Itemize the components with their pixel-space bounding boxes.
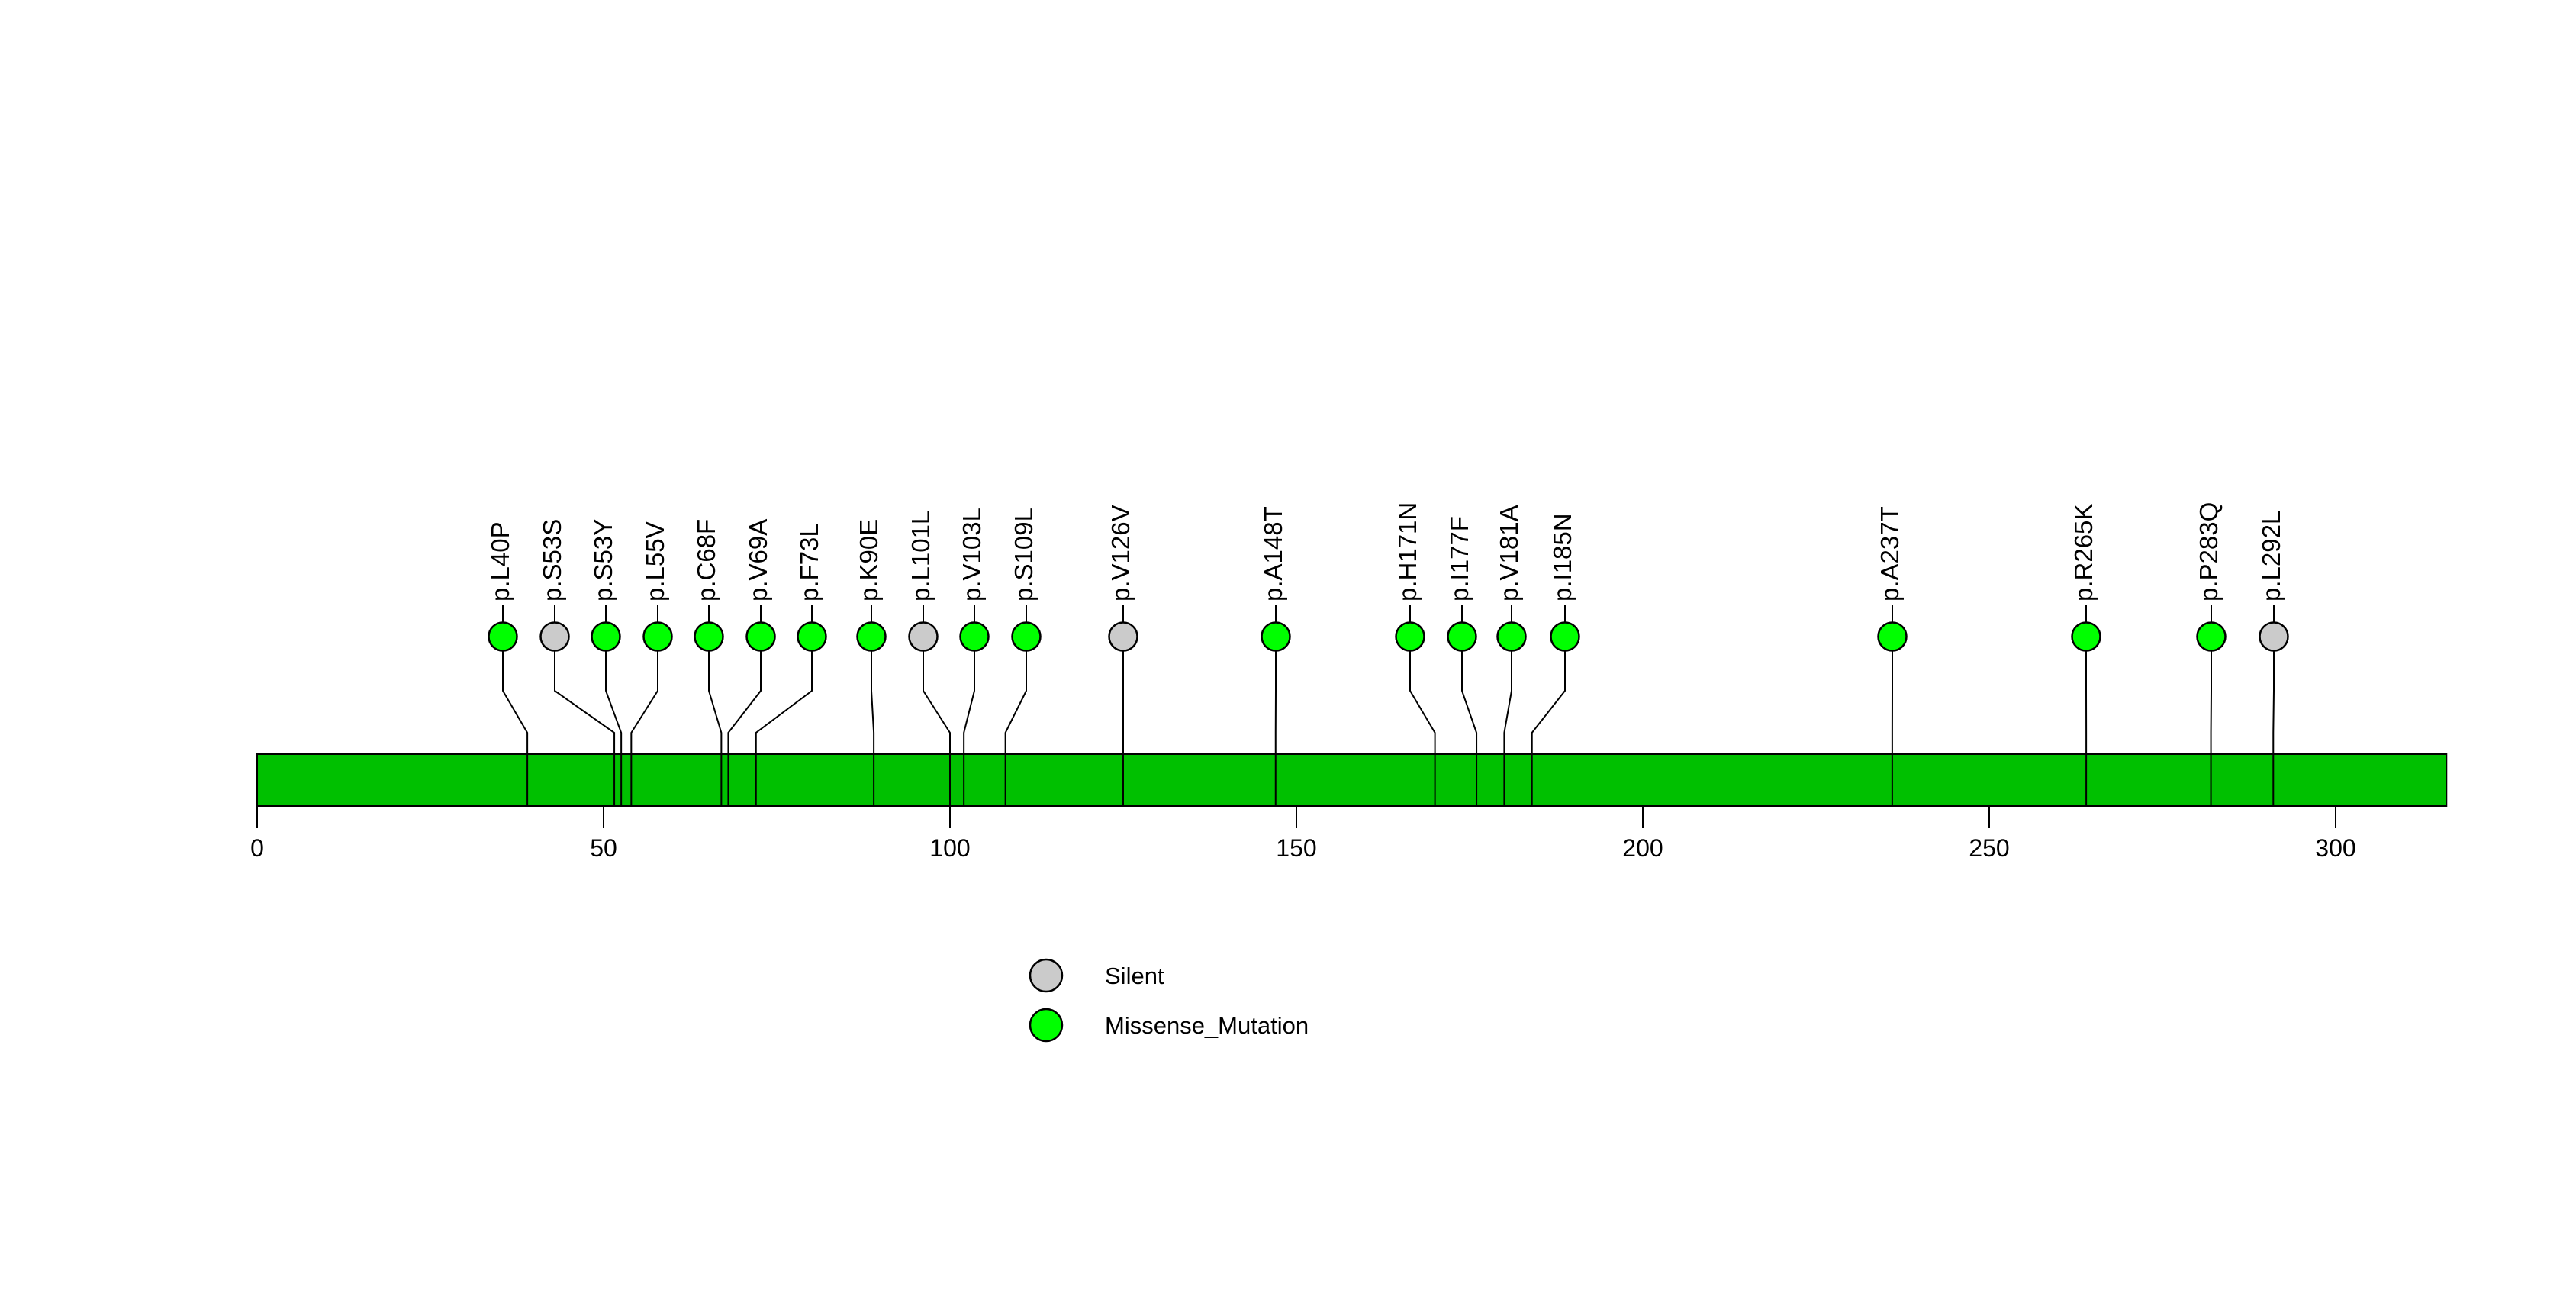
mutation-circle xyxy=(694,621,724,652)
mutation-circle xyxy=(1011,621,1042,652)
legend-swatch-missense_mutation xyxy=(1029,1008,1064,1043)
axis-tick-label: 150 xyxy=(1276,834,1316,862)
mutation-circle xyxy=(1877,621,1908,652)
axis-tick-label: 250 xyxy=(1969,834,2009,862)
mutation-label: p.A148T xyxy=(1259,506,1287,601)
mutation-circle xyxy=(1261,621,1291,652)
mutation-label: p.S53Y xyxy=(589,519,617,601)
mutation-label: p.L55V xyxy=(641,521,669,601)
mutation-circle xyxy=(488,621,518,652)
mutation-circle xyxy=(1496,621,1527,652)
mutation-circle xyxy=(591,621,621,652)
mutation-label: p.R265K xyxy=(2069,504,2098,601)
mutation-circle xyxy=(2196,621,2227,652)
mutation-label: p.V126V xyxy=(1106,505,1135,601)
mutation-circle xyxy=(539,621,570,652)
mutation-label: p.S53S xyxy=(538,519,566,601)
mutation-circle xyxy=(797,621,827,652)
mutation-circle xyxy=(908,621,939,652)
axis-tick-label: 100 xyxy=(929,834,970,862)
mutation-label: p.I185N xyxy=(1548,513,1576,601)
mutation-label: p.L292L xyxy=(2257,511,2285,601)
mutation-label: p.L40P xyxy=(486,521,514,601)
mutation-circle xyxy=(1395,621,1425,652)
legend-label: Missense_Mutation xyxy=(1105,1012,1309,1039)
mutation-circle xyxy=(2071,621,2101,652)
mutation-label: p.P283Q xyxy=(2194,502,2223,601)
mutation-label: p.V181A xyxy=(1495,505,1523,601)
protein-bar xyxy=(256,753,2448,807)
mutation-label: p.A237T xyxy=(1876,506,1904,601)
mutation-label: p.C68F xyxy=(692,519,720,601)
axis-tick-label: 50 xyxy=(590,834,617,862)
mutation-circle xyxy=(1447,621,1477,652)
mutation-circle xyxy=(1108,621,1138,652)
mutation-label: p.V103L xyxy=(958,508,986,601)
mutation-label: p.S109L xyxy=(1009,508,1038,601)
mutation-circle xyxy=(856,621,887,652)
mutation-label: p.L101L xyxy=(906,511,935,601)
mutation-circle xyxy=(745,621,776,652)
mutation-circle xyxy=(959,621,990,652)
legend-swatch-silent xyxy=(1029,958,1064,993)
mutation-label: p.V69A xyxy=(744,519,772,601)
axis-tick-label: 200 xyxy=(1622,834,1663,862)
mutation-label: p.F73L xyxy=(795,523,823,601)
mutation-label: p.I177F xyxy=(1445,516,1473,601)
mutation-circle xyxy=(1550,621,1580,652)
legend-label: Silent xyxy=(1105,963,1164,989)
axis-tick-label: 0 xyxy=(250,834,264,862)
axis-tick-label: 300 xyxy=(2315,834,2355,862)
mutation-label: p.H171N xyxy=(1393,502,1422,601)
mutation-label: p.K90E xyxy=(855,519,883,601)
mutation-circle xyxy=(2259,621,2289,652)
mutation-circle xyxy=(642,621,673,652)
